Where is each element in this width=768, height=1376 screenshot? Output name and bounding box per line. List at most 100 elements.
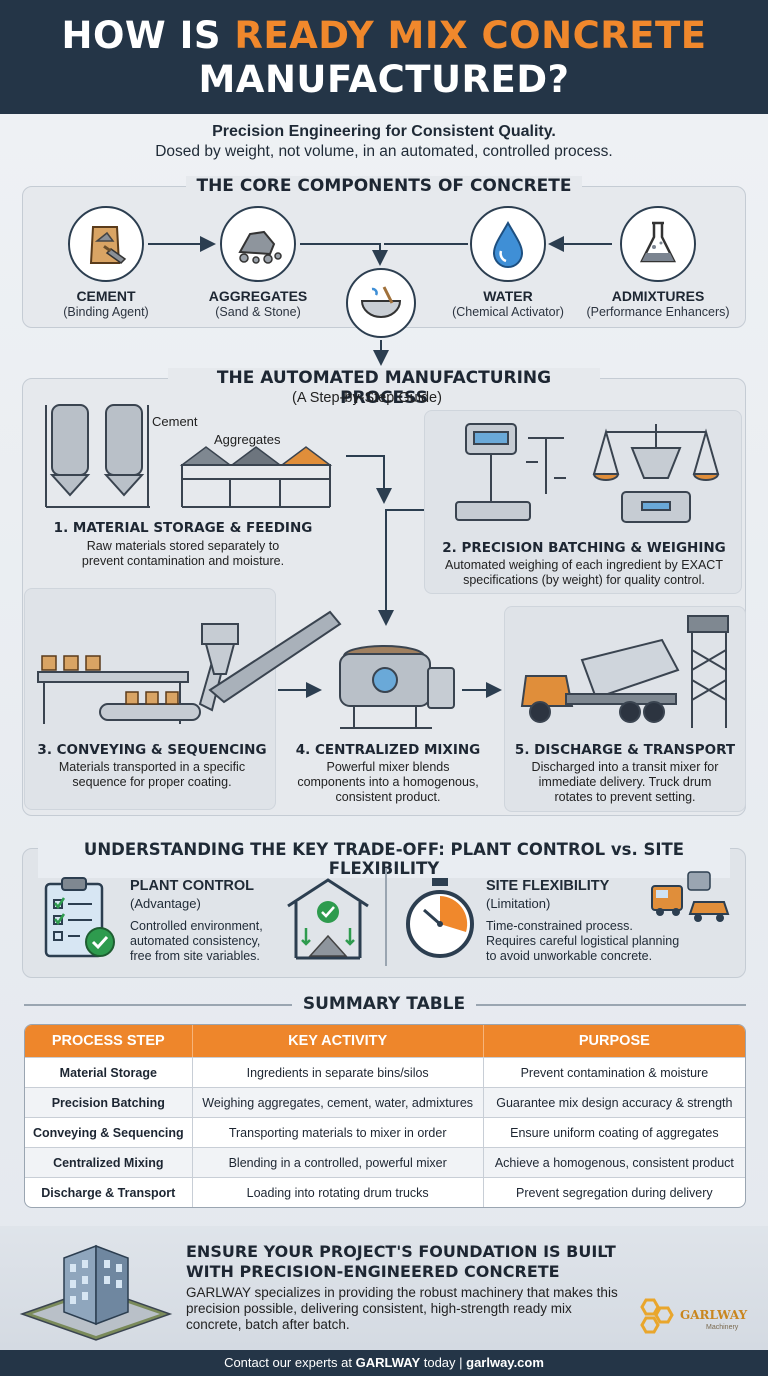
site-flexibility-desc-line1: Time-constrained process. [486,919,633,933]
page-title-accent: READY MIX CONCRETE [234,14,707,57]
aggregates-circle [220,206,296,282]
summary-table: PROCESS STEP KEY ACTIVITY PURPOSE Materi… [24,1024,746,1208]
cta-title-line1: ENSURE YOUR PROJECT'S FOUNDATION IS BUIL… [186,1242,616,1261]
subtitle-line1: Precision Engineering for Consistent Qua… [212,123,556,140]
step-5-desc-line1: Discharged into a transit mixer for [531,760,719,774]
aggregates-label: AGGREGATES [208,288,308,304]
flask-icon [639,221,677,263]
scales-illustration [455,423,720,523]
plant-shelter-icon [287,878,369,960]
table-cell: Weighing aggregates, cement, water, admi… [192,1087,484,1117]
footer-prefix: Contact our experts at [224,1355,356,1370]
step-3-title: 3. CONVEYING & SEQUENCING [37,742,267,758]
page-header: HOW IS READY MIX CONCRETE MANUFACTURED? [0,0,768,114]
step-4-desc-line2: components into a homogenous, [297,775,479,789]
step-3-desc-line2: sequence for proper coating. [72,775,232,789]
cement-sublabel: (Binding Agent) [63,305,149,319]
table-cell: Ensure uniform coating of aggregates [483,1117,745,1147]
table-row: Discharge & Transport Loading into rotat… [25,1177,745,1207]
cta-body: GARLWAY specializes in providing the rob… [186,1285,618,1332]
cement-bag-icon [89,226,127,264]
cement-label: CEMENT [76,288,136,304]
table-row: Conveying & Sequencing Transporting mate… [25,1117,745,1147]
summary-rule-right [476,1004,746,1006]
step-4-desc-line1: Powerful mixer blends [326,760,450,774]
table-cell: Precision Batching [25,1087,193,1117]
mixing-bowl-icon [360,286,402,318]
table-cell: Prevent segregation during delivery [483,1177,745,1207]
plant-control-desc-line1: Controlled environment, [130,919,263,933]
table-cell: Blending in a controlled, powerful mixer [192,1147,484,1177]
process-subtitle: (A Step-by-Step Guide) [292,390,442,406]
water-sublabel: (Chemical Activator) [452,305,564,319]
step-5-desc-line3: rotates to prevent setting. [554,790,696,804]
admixtures-label: ADMIXTURES [611,288,705,304]
stopwatch-icon [406,878,474,958]
admixtures-sublabel: (Performance Enhancers) [586,305,730,319]
site-flexibility-heading: SITE FLEXIBILITY [486,878,610,894]
tradeoff-title: UNDERSTANDING THE KEY TRADE-OFF: PLANT C… [38,840,730,878]
step-2-desc-line2: specifications (by weight) for quality c… [463,573,705,587]
table-row: Centralized Mixing Blending in a control… [25,1147,745,1177]
process-arrows [278,455,502,698]
summary-header-row: PROCESS STEP KEY ACTIVITY PURPOSE [25,1025,745,1057]
hexagon-logo-icon [640,1298,674,1334]
traffic-trucks-icon [651,871,730,922]
site-flexibility-desc-line2: Requires careful logistical planning [486,934,680,948]
column-header: PURPOSE [483,1025,745,1057]
cement-circle [68,206,144,282]
garlway-logo[interactable]: GARLWAY Machinery [636,1296,752,1340]
step-2-title: 2. PRECISION BATCHING & WEIGHING [442,540,726,556]
footer: Contact our experts at GARLWAY today | g… [0,1350,768,1376]
table-row: Precision Batching Weighing aggregates, … [25,1087,745,1117]
step-4-title: 4. CENTRALIZED MIXING [295,742,481,758]
footer-middle: today | [420,1355,467,1370]
label-aggregates: Aggregates [214,432,281,447]
table-cell: Prevent contamination & moisture [483,1057,745,1087]
water-circle [470,206,546,282]
step-4-desc-line3: consistent product. [335,790,441,804]
conveyor-illustration [37,610,342,724]
table-cell: Centralized Mixing [25,1147,193,1177]
silos-illustration [45,404,333,508]
plant-control-heading: PLANT CONTROL [130,878,255,894]
site-flexibility-sub: (Limitation) [486,896,551,911]
page-title-line2: MANUFACTURED? [198,58,570,101]
subtitle-line2: Dosed by weight, not volume, in an autom… [155,143,613,160]
table-cell: Guarantee mix design accuracy & strength [483,1087,745,1117]
mixer-illustration [339,645,455,729]
clipboard-icon [44,877,115,958]
components-arrows [148,236,612,366]
column-header: KEY ACTIVITY [192,1025,484,1057]
admixtures-circle [620,206,696,282]
aggregates-sublabel: (Sand & Stone) [215,305,301,319]
plant-control-desc-line2: automated consistency, [130,934,261,948]
rocks-icon [238,230,282,264]
step-1-desc-line2: prevent contamination and moisture. [81,554,285,568]
cta-title: ENSURE YOUR PROJECT'S FOUNDATION IS BUIL… [186,1242,616,1282]
table-cell: Transporting materials to mixer in order [192,1117,484,1147]
process-title: THE AUTOMATED MANUFACTURING PROCESS [168,368,600,408]
table-cell: Conveying & Sequencing [25,1117,193,1147]
cta-title-line2: WITH PRECISION-ENGINEERED CONCRETE [186,1262,560,1281]
table-cell: Achieve a homogenous, consistent product [483,1147,745,1177]
subtitle: Precision Engineering for Consistent Qua… [0,122,768,162]
plant-control-sub: (Advantage) [130,896,201,911]
column-header: PROCESS STEP [25,1025,193,1057]
step-5-title: 5. DISCHARGE & TRANSPORT [514,742,736,758]
page-title-line1: HOW IS READY MIX CONCRETE [61,14,707,57]
mixing-bowl-circle [346,268,416,338]
step-2-desc-line1: Automated weighing of each ingredient by… [445,558,723,572]
logo-text: GARLWAY [680,1308,748,1322]
step-5-desc-line2: immediate delivery. Truck drum [538,775,712,789]
site-flexibility-desc-line3: to avoid unworkable concrete. [486,949,653,963]
components-title: THE CORE COMPONENTS OF CONCRETE [186,176,582,196]
footer-link[interactable]: garlway.com [466,1355,544,1370]
water-drop-icon [492,220,524,268]
table-cell: Material Storage [25,1057,193,1087]
summary-rule-left [24,1004,292,1006]
footer-brand: GARLWAY [355,1355,421,1370]
tradeoff-divider [385,868,387,966]
table-row: Material Storage Ingredients in separate… [25,1057,745,1087]
label-cement: Cement [152,414,198,429]
